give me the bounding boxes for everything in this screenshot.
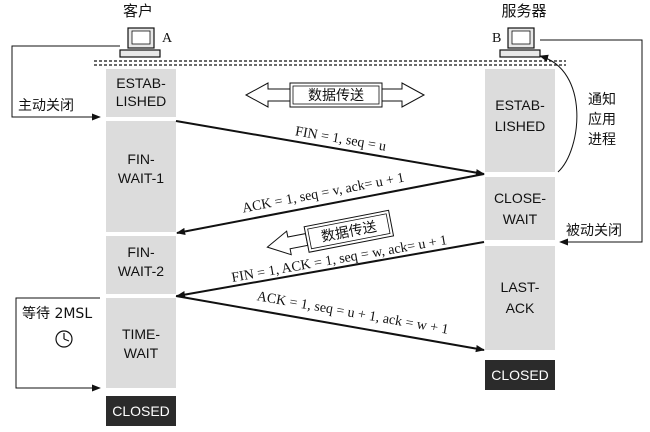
client-fin-wait-1-line1: FIN- bbox=[127, 151, 155, 167]
client-state-closed bbox=[106, 396, 176, 426]
data-arrow-right-icon bbox=[381, 82, 426, 108]
server-last-ack-line2: ACK bbox=[506, 300, 535, 316]
server-established-line1: ESTAB- bbox=[495, 97, 545, 113]
server-state-last-ack bbox=[485, 246, 555, 350]
server-title: 服务器 bbox=[501, 2, 546, 20]
data-arrow-left-icon bbox=[244, 82, 291, 108]
data-transfer-one-way-box-outer bbox=[303, 209, 395, 253]
client-state-fin-wait-2 bbox=[106, 236, 176, 294]
client-time-wait-line1: TIME- bbox=[122, 326, 160, 342]
notify-app-line3: 进程 bbox=[588, 132, 616, 148]
active-close-label: 主动关闭 bbox=[18, 98, 74, 114]
client-state-established bbox=[106, 69, 176, 117]
data-transfer-box-outer bbox=[289, 82, 383, 108]
client-fin-wait-1-line2: WAIT-1 bbox=[118, 170, 164, 186]
fin2-arrow bbox=[176, 241, 485, 299]
fin1-arrow bbox=[175, 120, 485, 177]
data-transfer-box-inner bbox=[292, 85, 380, 105]
client-established-line1: ESTAB- bbox=[116, 75, 166, 91]
server-close-wait-line2: WAIT bbox=[503, 211, 538, 227]
client-state-fin-wait-1 bbox=[106, 121, 176, 232]
client-established-line2: LISHED bbox=[116, 93, 167, 109]
wait-2msl-label: 等待 2MSL bbox=[22, 305, 92, 322]
server-established-line2: LISHED bbox=[495, 118, 546, 134]
ack2-arrow bbox=[175, 295, 485, 353]
server-computer-icon bbox=[499, 27, 541, 58]
ack1-arrow bbox=[176, 173, 485, 236]
client-state-time-wait bbox=[106, 298, 176, 388]
server-state-closed bbox=[485, 360, 555, 390]
ack2-label: ACK = 1, seq = u + 1, ack = w + 1 bbox=[256, 289, 450, 338]
notify-app-line1: 通知 bbox=[588, 91, 616, 108]
notify-app-line2: 应用 bbox=[588, 111, 616, 128]
data-transfer-one-way: 数据传送 bbox=[266, 209, 395, 256]
server-last-ack-line1: LAST- bbox=[501, 279, 540, 295]
client-fin-wait-2-line2: WAIT-2 bbox=[118, 263, 164, 279]
wait-2msl-bracket bbox=[15, 297, 101, 392]
client-fin-wait-2-line1: FIN- bbox=[127, 244, 155, 260]
server-closed-label: CLOSED bbox=[491, 367, 549, 383]
client-time-wait-line2: WAIT bbox=[124, 345, 159, 361]
server-state-close-wait bbox=[485, 177, 555, 240]
client-title: 客户 bbox=[123, 2, 153, 20]
client-host-label: A bbox=[162, 31, 173, 46]
active-close-bracket bbox=[11, 45, 120, 121]
passive-close-label: 被动关闭 bbox=[566, 223, 622, 239]
data-arrow-one-way-icon bbox=[266, 230, 309, 256]
client-closed-label: CLOSED bbox=[112, 403, 170, 419]
notify-app-curve bbox=[539, 54, 578, 173]
passive-close-bracket bbox=[540, 39, 643, 246]
server-close-wait-line1: CLOSE- bbox=[494, 190, 546, 206]
clock-icon bbox=[55, 330, 73, 348]
client-computer-icon bbox=[119, 27, 161, 58]
server-state-established bbox=[485, 69, 555, 172]
data-transfer-label: 数据传送 bbox=[308, 88, 364, 104]
server-host-label: B bbox=[492, 31, 501, 46]
data-transfer-one-way-box-inner bbox=[307, 213, 391, 250]
